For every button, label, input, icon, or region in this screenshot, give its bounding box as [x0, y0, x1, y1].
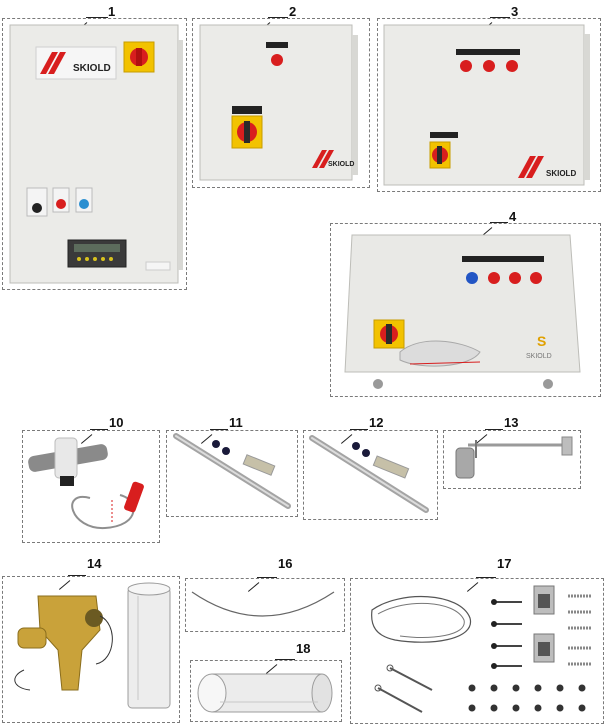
callout-4-leader: [490, 222, 508, 223]
callout-16-leader: [257, 577, 277, 578]
rotary-isolator-switch-icon: [429, 132, 458, 169]
callout-3: 3: [511, 4, 519, 19]
rotary-isolator-switch-icon: [231, 106, 263, 149]
button-row-1: [26, 187, 93, 217]
callout-3-leader: [490, 17, 510, 18]
callout-13: 13: [504, 415, 519, 430]
skiold-logo-icon: S: [537, 333, 546, 349]
cable-bag: [399, 340, 481, 367]
callout-17-leader: [476, 577, 496, 578]
springs: [568, 594, 592, 666]
callout-12-leader: [350, 429, 368, 430]
cyclone-body: [17, 595, 103, 691]
item-16-frame: [185, 578, 345, 632]
control-display-icon: [67, 239, 127, 268]
brand-name-3: SKIOLD: [546, 169, 576, 178]
callout-10-leader: [90, 429, 108, 430]
callout-2: 2: [289, 4, 297, 19]
callout-16: 16: [278, 556, 293, 571]
clear-tube: [127, 582, 171, 709]
brand-name-1: SKIOLD: [73, 63, 111, 74]
wire-coil: [371, 596, 471, 643]
callout-11: 11: [229, 415, 243, 430]
callout-4: 4: [509, 209, 517, 224]
callout-13-leader: [485, 429, 503, 430]
callout-1-leader: [86, 17, 108, 18]
callout-18-leader: [275, 659, 295, 660]
callout-17: 17: [497, 556, 512, 571]
wall-brackets: [533, 585, 555, 663]
rotary-isolator-switch-icon: [373, 319, 405, 349]
callout-11-leader: [210, 429, 228, 430]
callout-18: 18: [296, 641, 311, 656]
callout-12: 12: [369, 415, 384, 430]
brand-name-4: SKIOLD: [526, 353, 552, 360]
brand-name-2: SKIOLD: [328, 161, 354, 168]
skiold-logo-icon: [312, 150, 334, 168]
callout-2-leader: [268, 17, 288, 18]
callout-14: 14: [87, 556, 102, 571]
callout-1: 1: [108, 4, 116, 19]
screws: [491, 599, 522, 669]
nuts: [468, 684, 586, 712]
callout-10: 10: [109, 415, 124, 430]
rotary-isolator-switch-icon: [123, 41, 155, 73]
item-17-frame: [350, 578, 604, 724]
svg-text:S: S: [537, 333, 546, 349]
callout-14-leader: [68, 575, 86, 576]
turnbuckles: [374, 664, 433, 713]
skiold-logo-icon: [518, 156, 544, 178]
skiold-logo-icon: [35, 46, 117, 80]
